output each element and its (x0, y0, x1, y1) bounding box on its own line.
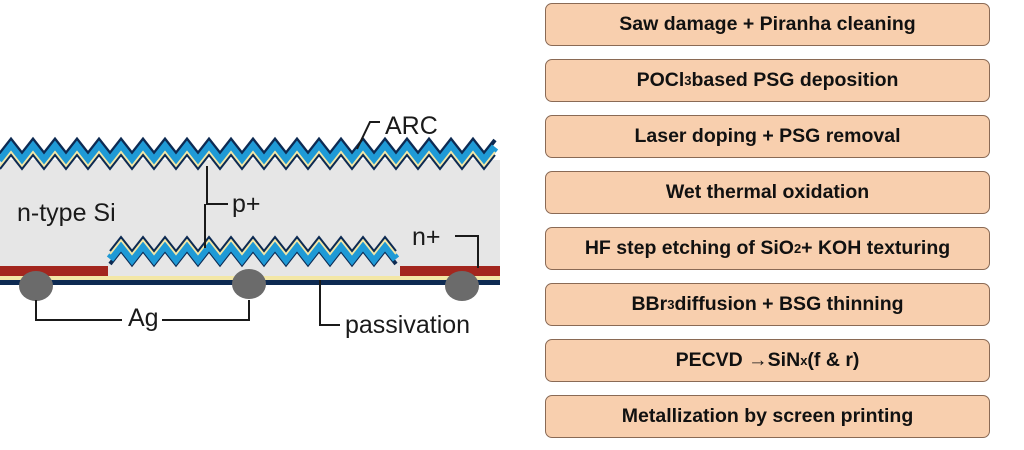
p-plus-label: p+ (232, 190, 261, 218)
arc-leader (356, 121, 380, 150)
p-plus-leader-top (206, 166, 228, 205)
ag-leader (35, 300, 250, 321)
rear-passivation-zig (109, 238, 397, 256)
top-inner-line (0, 153, 496, 171)
n-plus-label: n+ (412, 223, 441, 251)
solar-cell-cross-section: ARC n-type Si p+ n+ Ag passivation (0, 112, 500, 339)
top-dark-layer (0, 136, 497, 158)
process-step: Wet thermal oxidation (545, 171, 990, 214)
passivation-leader (319, 280, 340, 326)
process-step: Saw damage + Piranha cleaning (545, 3, 990, 46)
ag-contact-1 (19, 271, 53, 301)
rear-blue-zig (106, 238, 400, 266)
arc-label: ARC (385, 112, 438, 140)
n-plus-region-right (400, 266, 500, 276)
rear-inner-zig (109, 235, 397, 253)
ag-label: Ag (128, 304, 159, 332)
top-passivation-line (0, 150, 496, 168)
n-type-si-label: n-type Si (17, 199, 116, 227)
process-step: Laser doping + PSG removal (545, 115, 990, 158)
process-step: Metallization by screen printing (545, 395, 990, 438)
ag-contact-3 (445, 271, 479, 301)
n-plus-leader (455, 235, 479, 268)
arc-layer (0, 140, 499, 168)
n-plus-region-left (0, 266, 108, 276)
passivation-label: passivation (345, 311, 470, 339)
ag-contact-2 (232, 269, 266, 299)
